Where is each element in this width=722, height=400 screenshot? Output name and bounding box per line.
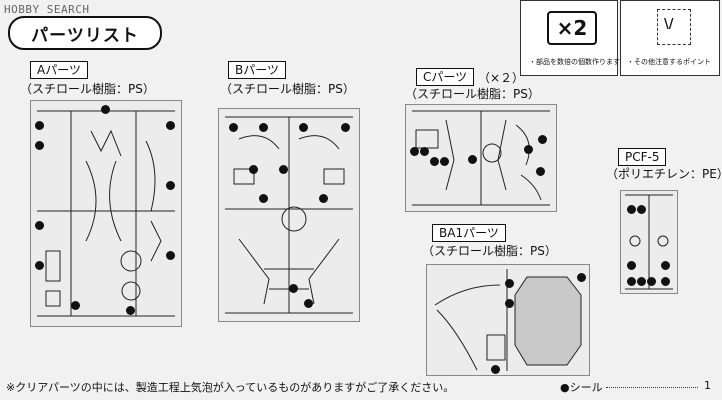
parts-ba1-runner: [426, 264, 590, 376]
part-number-marker: [259, 123, 268, 132]
legend-point-box: \/ ・その他注意するポイント: [620, 0, 720, 76]
seal-label: ●シール: [560, 381, 603, 394]
point-mark-icon: \/: [664, 17, 674, 32]
parts-c-qty: （×２）: [478, 71, 525, 85]
part-number-marker: [229, 123, 238, 132]
part-number-marker: [166, 181, 175, 190]
part-number-marker: [505, 299, 514, 308]
seal-leader-line: [606, 387, 698, 388]
part-number-marker: [259, 194, 268, 203]
parts-a-material: （スチロール樹脂：PS）: [20, 82, 155, 96]
part-number-marker: [279, 165, 288, 174]
point-note: ・その他注意するポイント: [627, 58, 711, 66]
parts-pcf5-drawing: [625, 194, 673, 290]
multiplier-badge: ×2: [547, 11, 597, 45]
part-number-marker: [35, 261, 44, 270]
part-number-marker: [491, 365, 500, 374]
part-number-marker: [35, 221, 44, 230]
part-number-marker: [289, 284, 298, 293]
watermark: HOBBY SEARCH: [4, 3, 90, 16]
parts-ba1-material: （スチロール樹脂：PS）: [422, 244, 557, 258]
parts-a-label: Aパーツ: [30, 61, 88, 79]
parts-c-drawing: [412, 110, 550, 206]
part-number-marker: [536, 167, 545, 176]
part-number-marker: [637, 277, 646, 286]
parts-b-drawing: [225, 116, 353, 314]
point-mark-frame: [657, 9, 691, 45]
parts-a-drawing: [37, 110, 175, 317]
part-number-marker: [299, 123, 308, 132]
part-number-marker: [71, 301, 80, 310]
part-number-marker: [627, 261, 636, 270]
part-number-marker: [577, 273, 586, 282]
multiplier-note: ・部品を数倍の個数作ります: [529, 58, 620, 66]
part-number-marker: [505, 279, 514, 288]
part-number-marker: [468, 155, 477, 164]
part-number-marker: [627, 277, 636, 286]
part-number-marker: [538, 135, 547, 144]
parts-pcf5-runner: [620, 190, 678, 294]
part-number-marker: [420, 147, 429, 156]
footer-note: ※クリアパーツの中には、製造工程上気泡が入っているものがありますがご了承ください…: [6, 381, 455, 394]
part-number-marker: [101, 105, 110, 114]
part-number-marker: [627, 205, 636, 214]
part-number-marker: [35, 141, 44, 150]
part-number-marker: [341, 123, 350, 132]
part-number-marker: [647, 277, 656, 286]
parts-b-label: Bパーツ: [228, 61, 286, 79]
parts-c-material: （スチロール樹脂：PS）: [405, 87, 540, 101]
legend-multiplier-box: ×2 ・部品を数倍の個数作ります: [520, 0, 620, 76]
part-number-marker: [637, 205, 646, 214]
part-number-marker: [249, 165, 258, 174]
parts-b-material: （スチロール樹脂：PS）: [220, 82, 355, 96]
part-number-marker: [35, 121, 44, 130]
part-number-marker: [319, 194, 328, 203]
part-number-marker: [126, 306, 135, 315]
parts-pcf5-material: （ポリエチレン：PE）: [606, 167, 722, 181]
part-number-marker: [410, 147, 419, 156]
parts-c-runner: [405, 104, 557, 212]
part-number-marker: [430, 157, 439, 166]
part-number-marker: [304, 299, 313, 308]
part-number-marker: [661, 277, 670, 286]
part-number-marker: [661, 261, 670, 270]
parts-ba1-label: BA1パーツ: [432, 224, 506, 242]
parts-a-runner: [30, 100, 182, 327]
part-number-marker: [166, 251, 175, 260]
parts-ba1-drawing: [434, 269, 582, 371]
page-title: パーツリスト: [8, 16, 162, 50]
part-number-marker: [524, 145, 533, 154]
part-number-marker: [166, 121, 175, 130]
parts-pcf5-label: PCF-5: [618, 148, 667, 166]
seal-count: 1: [704, 379, 711, 392]
parts-b-runner: [218, 108, 360, 322]
part-number-marker: [440, 157, 449, 166]
parts-c-label: Cパーツ: [416, 68, 475, 86]
